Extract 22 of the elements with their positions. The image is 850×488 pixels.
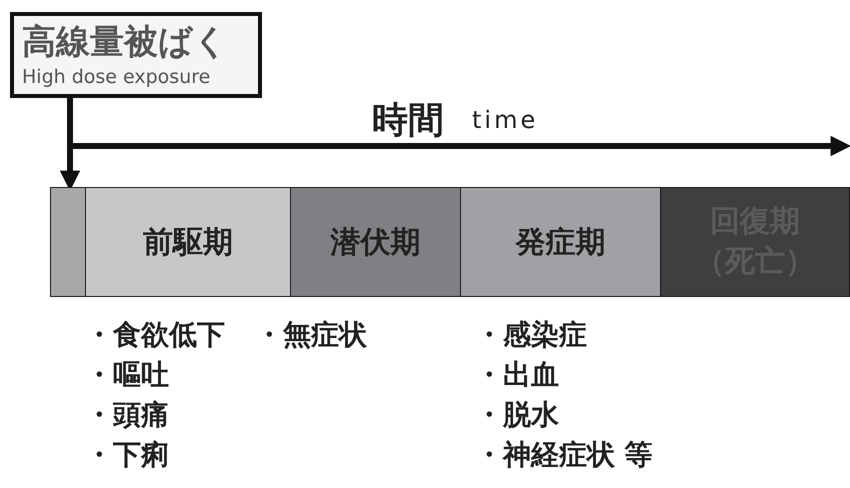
symptom-item: ・脱水 bbox=[475, 398, 559, 432]
phase-label: 潜伏期 bbox=[330, 224, 420, 262]
symptom-item: ・嘔吐 bbox=[85, 358, 169, 392]
phase-bar bbox=[85, 187, 291, 297]
heading: 高線量被ばく bbox=[22, 21, 229, 64]
symptom-item: ・食欲低下 bbox=[85, 318, 225, 352]
bar-segment bbox=[50, 187, 86, 297]
label-box bbox=[10, 12, 262, 98]
phase-label: 前駆期 bbox=[143, 224, 233, 262]
phase-bar bbox=[460, 187, 661, 297]
axis-subtitle: time bbox=[472, 106, 538, 134]
symptom-item: ・頭痛 bbox=[85, 398, 169, 432]
symptom-item: ・出血 bbox=[475, 358, 559, 392]
symptom-item: ・感染症 bbox=[475, 318, 587, 352]
phase-label: 発症期 bbox=[516, 224, 606, 262]
symptom-item: ・無症状 bbox=[255, 318, 367, 352]
symptom-item: ・下痢 bbox=[85, 438, 169, 472]
subtitle: High dose exposure bbox=[22, 65, 212, 90]
phase-bar bbox=[290, 187, 461, 297]
axis-title: 時間 bbox=[372, 99, 444, 143]
symptom-item: ・神経症状 等 bbox=[475, 438, 653, 472]
phase-bar bbox=[660, 187, 850, 297]
